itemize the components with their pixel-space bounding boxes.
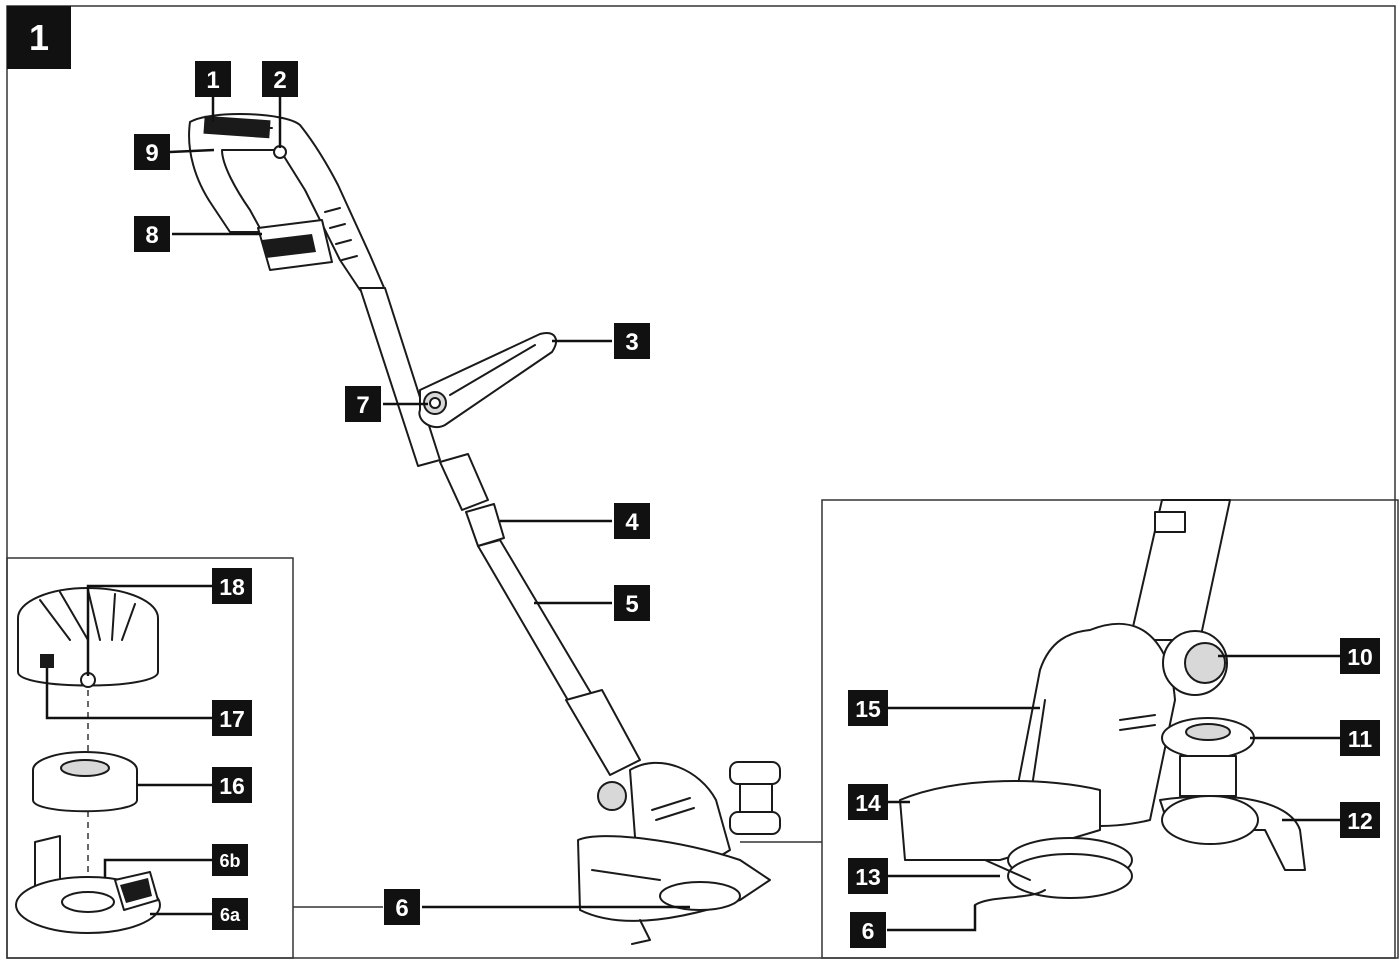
battery-grip <box>262 234 316 258</box>
callout-9: 9 <box>134 134 170 170</box>
detail-wheel-base <box>1161 795 1259 845</box>
spool-cap-fins <box>39 589 136 641</box>
callout-4-text: 4 <box>625 509 639 536</box>
callout-6a: 6a <box>212 898 248 930</box>
guard-detail <box>591 869 661 945</box>
callout-1: 1 <box>195 61 231 97</box>
aux-handle-ridge <box>449 344 536 396</box>
callout-14-text: 14 <box>855 790 881 816</box>
callout-8-text: 8 <box>145 222 158 249</box>
callout-11-text: 11 <box>1348 726 1373 752</box>
callout-1-text: 1 <box>206 67 219 94</box>
callout-18: 18 <box>212 568 252 604</box>
figure-number: 1 <box>29 17 49 58</box>
head-joint <box>565 689 641 776</box>
spool-cover-release-grip <box>120 878 152 903</box>
spool-detail-illustration <box>15 587 161 934</box>
detail-spool-cover <box>1007 853 1133 899</box>
callout-12-text: 12 <box>1347 808 1373 834</box>
callout-6: 6 <box>384 889 420 925</box>
spool-detail-frame <box>6 557 294 959</box>
callout-6a-text: 6a <box>220 905 241 925</box>
callout-14: 14 <box>848 784 888 820</box>
detail-edge-wheel-hub <box>1185 723 1231 741</box>
main-spool-cover <box>659 881 741 911</box>
collar-upper <box>439 453 489 511</box>
callout-7: 7 <box>345 386 381 422</box>
callout-6b-text: 6b <box>219 851 240 871</box>
aux-handle-knob-center <box>429 397 441 409</box>
head-pivot-knob <box>597 781 627 811</box>
auxiliary-handle <box>418 332 557 429</box>
leader-18 <box>86 584 212 676</box>
upper-shaft <box>359 287 441 467</box>
leader-lines <box>45 97 1340 932</box>
motor-vents <box>651 797 695 821</box>
callout-2-text: 2 <box>273 67 286 94</box>
callout-12: 12 <box>1340 802 1380 838</box>
callout-10: 10 <box>1340 638 1380 674</box>
figure-number-badge: 1 <box>7 6 71 69</box>
callout-6b: 6b <box>212 844 248 876</box>
callout-2: 2 <box>262 61 298 97</box>
spool-cover-hole <box>61 891 115 913</box>
housing-vents <box>324 207 358 261</box>
callout-13-text: 13 <box>855 864 881 890</box>
callout-6-text: 6 <box>395 895 408 922</box>
callout-18-text: 18 <box>219 574 245 600</box>
edge-wheel-top <box>729 761 781 785</box>
leader-6b <box>103 858 212 878</box>
detail-wheel-axle <box>1179 755 1237 797</box>
head-detail-illustration <box>899 499 1306 906</box>
callout-11: 11 <box>1340 720 1380 756</box>
main-trimmer-illustration <box>188 113 781 945</box>
callout-3-text: 3 <box>625 329 638 356</box>
leader-6-detail <box>887 905 977 932</box>
leader-17 <box>45 668 212 720</box>
lower-shaft <box>477 539 599 715</box>
callout-4: 4 <box>614 503 650 539</box>
leader-9 <box>169 148 215 154</box>
detail-shaft-bolt <box>1154 511 1186 533</box>
spool-hub <box>60 759 110 777</box>
callout-16-text: 16 <box>219 773 245 799</box>
detail-cutting-line <box>974 859 1046 906</box>
callout-7-text: 7 <box>356 392 369 419</box>
callout-3: 3 <box>614 323 650 359</box>
spool-cap-tab <box>40 654 54 668</box>
callout-13: 13 <box>848 858 888 894</box>
callout-15-text: 15 <box>855 696 881 722</box>
callout-9-text: 9 <box>145 140 158 167</box>
head-detail-frame <box>821 499 1399 959</box>
telescopic-collar <box>465 503 505 547</box>
callout-17: 17 <box>212 700 252 736</box>
callout-5-text: 5 <box>625 591 638 618</box>
callout-8: 8 <box>134 216 170 252</box>
callout-16: 16 <box>212 767 252 803</box>
trigger-switch <box>203 115 271 139</box>
edge-wheel-axle <box>739 783 773 813</box>
callout-5: 5 <box>614 585 650 621</box>
spool-body <box>32 770 138 813</box>
callout-6-detail: 6 <box>850 912 886 948</box>
callout-17-text: 17 <box>219 706 245 732</box>
detail-pivot-knob-center <box>1184 642 1226 684</box>
callout-6-detail-text: 6 <box>862 918 875 944</box>
detail-motor-housing <box>1014 622 1176 827</box>
edge-wheel-bottom <box>729 811 781 835</box>
callout-10-text: 10 <box>1347 644 1373 670</box>
outer-frame <box>6 5 1396 959</box>
callout-15: 15 <box>848 690 888 726</box>
